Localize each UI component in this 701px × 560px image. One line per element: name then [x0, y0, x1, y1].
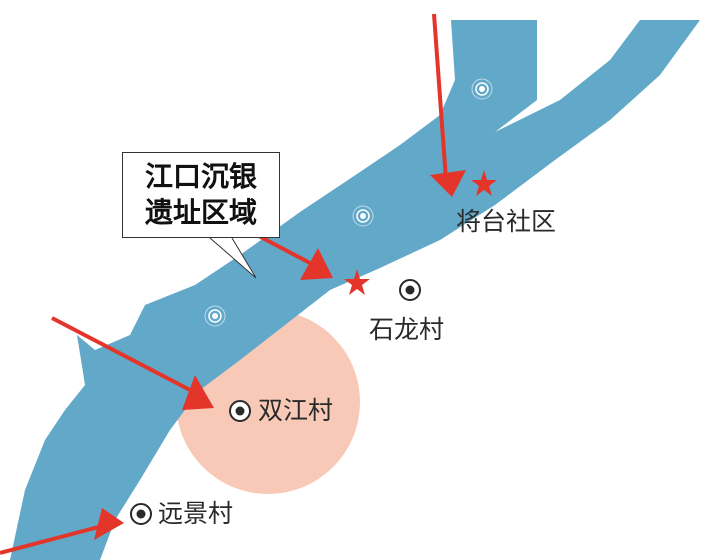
village-marker-icon — [130, 503, 152, 525]
callout-line-1: 江口沉银 — [144, 160, 257, 193]
arrow-icon — [51, 316, 214, 410]
dive-site-icon — [471, 78, 493, 100]
star-icon — [471, 170, 497, 196]
arrow-icon — [430, 13, 466, 197]
place-label-shilong: 石龙村 — [369, 315, 445, 344]
callout-line-2: 遗址区域 — [144, 196, 257, 229]
place-label-jiangtai: 将台社区 — [456, 207, 557, 236]
village-marker-icon — [399, 279, 421, 301]
village-marker-icons — [130, 279, 421, 525]
arrow-icon — [254, 232, 333, 280]
star-icon — [344, 269, 370, 295]
arrow-icon — [0, 508, 124, 555]
dive-site-icon — [352, 205, 374, 227]
dive-site-icon — [204, 305, 226, 327]
village-marker-icon — [229, 400, 251, 422]
site-callout: 江口沉银 遗址区域 — [122, 152, 280, 238]
star-icons — [344, 170, 497, 295]
arrows — [0, 13, 466, 555]
place-label-shuangjiang: 双江村 — [258, 396, 334, 425]
dive-site-icons — [204, 78, 493, 327]
callout-pointer — [209, 237, 257, 279]
river — [10, 20, 700, 560]
place-label-yuanjing: 远景村 — [158, 499, 234, 528]
